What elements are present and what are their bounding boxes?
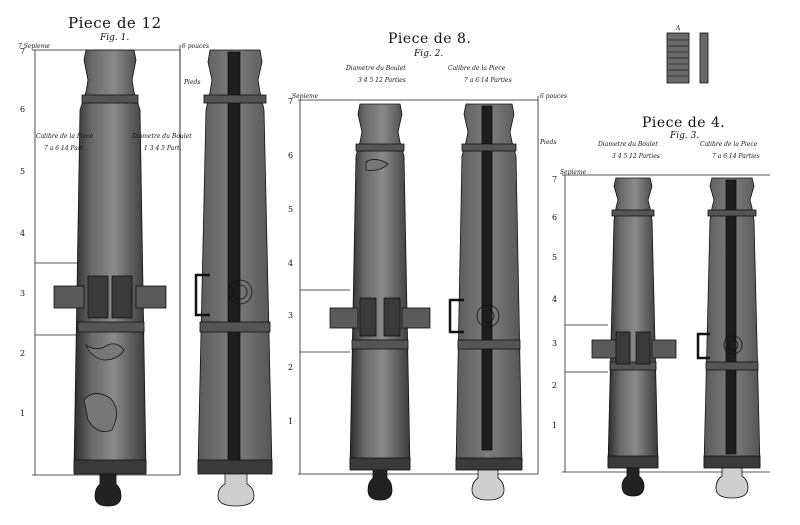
cannon-section	[448, 103, 523, 501]
inset-detail	[666, 32, 709, 84]
scale-number: 3	[20, 289, 26, 298]
scale-number: 6	[552, 213, 558, 222]
cannon-exterior	[329, 103, 431, 501]
scale-number: 1	[20, 409, 26, 418]
cannon-exterior	[591, 177, 677, 497]
fig3-scale-left: Sepieme	[560, 169, 587, 176]
fig3-label-left: Diametre du Boulet	[598, 141, 658, 148]
inset-letter: A	[676, 25, 681, 32]
scale-number: 7	[288, 97, 294, 106]
scale-number: 7	[20, 47, 26, 56]
scale-number: 6	[20, 105, 26, 114]
scale-number: 4	[20, 229, 26, 238]
fig3-title: Piece de 4.	[642, 115, 726, 131]
scale-number: 7	[552, 175, 558, 184]
fig1-subtitle: Fig. 1.	[100, 33, 130, 43]
scale-number: 5	[552, 253, 558, 262]
fig1-scale-left: 7 Sepieme	[18, 43, 50, 50]
fig1-label-right-val: 1 3 4 5 Part.	[144, 145, 182, 152]
fig1-scale-right-top: 6 pouces	[182, 43, 210, 50]
scale-number: 3	[288, 311, 294, 320]
fig2-label-right-val: 7 a 6 14 Parties	[464, 77, 512, 84]
fig3-subtitle: Fig. 3.	[670, 131, 700, 141]
fig3-label-left-val: 3 4 5 12 Parties	[612, 153, 660, 160]
fig2-scale-right-bottom: Pieds	[540, 139, 557, 146]
scale-number: 6	[288, 151, 294, 160]
fig3-label-right-val: 7 a 6 14 Parties	[712, 153, 760, 160]
fig2-title: Piece de 8.	[388, 31, 472, 47]
scale-number: 2	[20, 349, 26, 358]
fig1-scale-right-bottom: Pieds	[184, 79, 201, 86]
scale-number: 3	[552, 339, 558, 348]
scale-number: 4	[552, 295, 558, 304]
fig2-label-left: Diametre du Boulet	[346, 65, 406, 72]
cannon-section	[194, 49, 273, 507]
fig2-label-right: Calibre de la Piece	[448, 65, 506, 72]
figure-piece-de-12	[32, 45, 273, 507]
scale-number: 2	[552, 381, 558, 390]
fig3-label-right: Calibre de la Piece	[700, 141, 758, 148]
figure-piece-de-4	[562, 174, 770, 499]
scale-number: 2	[288, 363, 294, 372]
cannon-section	[696, 177, 761, 499]
fig1-label-left-val: 7 a 6 14 Part.	[44, 145, 86, 152]
scale-number: 1	[552, 421, 558, 430]
figure-piece-de-8	[298, 96, 539, 501]
fig2-label-left-val: 3 4 5 12 Parties	[358, 77, 406, 84]
scale-left	[298, 96, 539, 475]
fig1-title: Piece de 12	[68, 14, 162, 32]
fig2-subtitle: Fig. 2.	[414, 49, 444, 59]
fig2-scale-left: Sepieme	[292, 93, 319, 100]
scale-number: 5	[288, 205, 294, 214]
fig1-label-right: Diametre du Boulet	[132, 133, 192, 140]
scale-number: 5	[20, 167, 26, 176]
fig2-scale-right-top: 6 pouces	[540, 93, 568, 100]
scale-number: 4	[288, 259, 294, 268]
scale-number: 1	[288, 417, 294, 426]
cannon-exterior	[53, 49, 167, 507]
fig1-label-left: Calibre de la Piece	[36, 133, 94, 140]
